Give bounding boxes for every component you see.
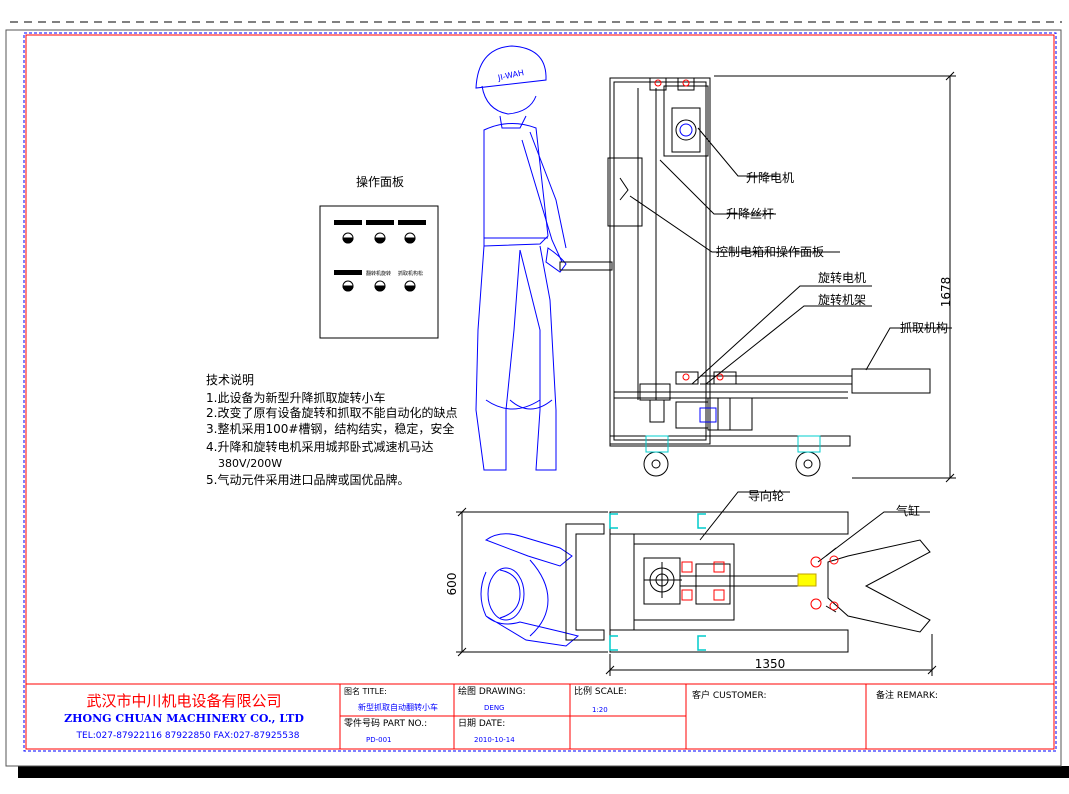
- operating-panel: [319, 205, 439, 339]
- top-view-red-marks: [681, 555, 839, 611]
- dimension-height-label: 1678: [939, 277, 953, 308]
- label-lift-motor: 升降电机: [746, 171, 794, 185]
- leader-lines: [629, 127, 952, 563]
- tech-note-5: 5.气动元件采用进口品牌或国优品牌。: [206, 472, 409, 487]
- label-rotate-motor: 旋转电机: [818, 270, 866, 285]
- dimension-length-label: 1350: [755, 657, 786, 671]
- label-rotate-frame: 旋转机架: [818, 292, 866, 307]
- company-name-cn: 武汉市中川机电设备有限公司: [86, 692, 281, 710]
- tech-note-2: 2.改变了原有设备旋转和抓取不能自动化的缺点: [206, 405, 457, 420]
- company-contact: TEL:027-87922116 87922850 FAX:027-879255…: [76, 731, 300, 741]
- company-name-en: ZHONG CHUAN MACHINERY CO., LTD: [64, 712, 304, 725]
- cart-side-view: [607, 77, 931, 477]
- part-value: PD-001: [366, 736, 392, 744]
- label-control-box: 控制电箱和操作面板: [716, 244, 824, 259]
- date-value: 2010-10-14: [474, 736, 515, 744]
- date-label: 日期 DATE:: [458, 718, 505, 729]
- cart-side-blue-motor: [679, 123, 717, 423]
- sheet-border: [5, 29, 1062, 767]
- dimension-height: [714, 71, 956, 483]
- tech-note-4: 4.升降和旋转电机采用城邦卧式减速机马达: [206, 439, 433, 454]
- dimension-top: [456, 507, 937, 676]
- tech-notes-heading: 技术说明: [206, 372, 254, 387]
- sheet-shadow: [18, 766, 1069, 778]
- cart-side-red-marks: [654, 79, 724, 381]
- title-label: 图名 TITLE:: [344, 686, 387, 696]
- drawing-label: 绘图 DRAWING:: [458, 685, 526, 697]
- label-grab-mechanism: 抓取机构: [900, 320, 948, 335]
- tech-note-4b: 380V/200W: [218, 457, 282, 470]
- tech-note-1: 1.此设备为新型升降抓取旋转小车: [206, 390, 385, 405]
- label-lift-screw: 升降丝杆: [726, 207, 774, 221]
- title-value: 新型抓取自动翻转小车: [358, 702, 438, 712]
- customer-label: 客户 CUSTOMER:: [692, 689, 767, 701]
- label-cylinder: 气缸: [896, 503, 920, 518]
- remark-label: 备注 REMARK:: [876, 689, 938, 701]
- panel-title: 操作面板: [356, 174, 404, 189]
- dimension-width-label: 600: [445, 573, 459, 596]
- tech-note-3: 3.整机采用100#槽钢，结构结实，稳定，安全: [206, 421, 454, 436]
- operator-side-view: [475, 45, 567, 471]
- panel-label-b: 抓取机构松: [398, 270, 423, 277]
- cart-side-caster-brackets: [645, 435, 821, 453]
- drawing-value: DENG: [484, 704, 504, 712]
- part-label: 零件号码 PART NO.:: [344, 717, 427, 729]
- drawing-border-dashed: [23, 32, 1057, 752]
- panel-label-a: 翻转机旋转: [366, 270, 391, 277]
- panel-buttons: [342, 232, 416, 292]
- cart-top-view: [565, 511, 931, 653]
- drawing-border-red: [25, 34, 1055, 750]
- top-view-guide-wheels: [609, 513, 706, 651]
- top-view-cylinder: [797, 573, 817, 587]
- scale-value: 1:20: [592, 706, 608, 714]
- scale-label: 比例 SCALE:: [574, 685, 627, 697]
- title-block: [26, 683, 1054, 749]
- label-guide-wheel: 导向轮: [748, 488, 784, 503]
- cart-handle-side: [559, 261, 613, 271]
